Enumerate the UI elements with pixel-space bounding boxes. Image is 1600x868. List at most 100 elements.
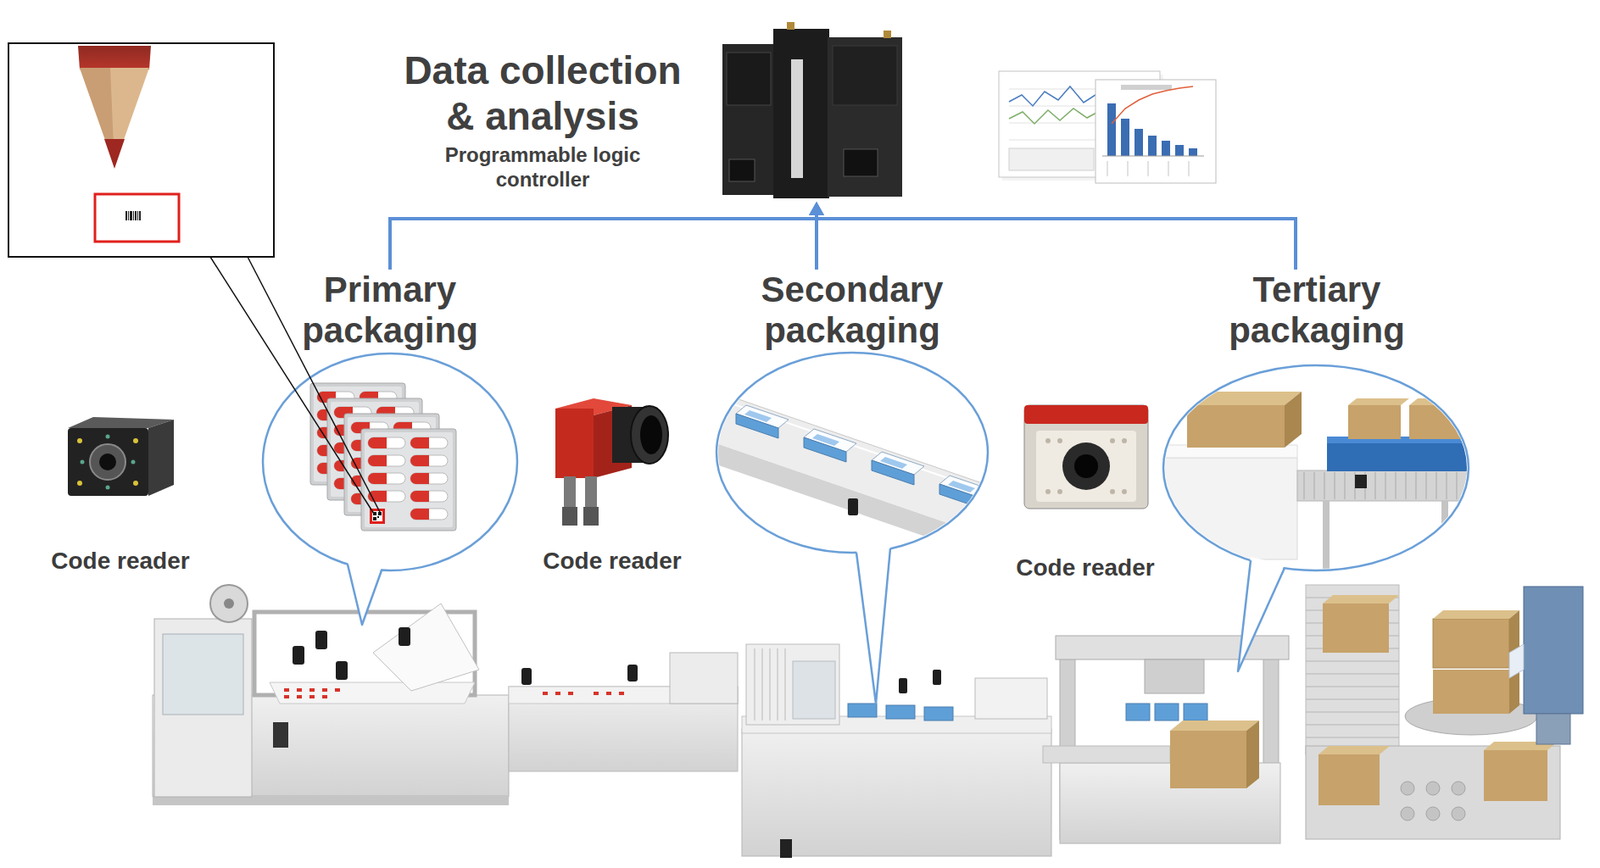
code-reader-omron [77, 480, 83, 486]
code-reader-camera [555, 398, 669, 526]
callout-art [373, 517, 377, 521]
callout-art [1163, 365, 1476, 672]
production-line [792, 661, 836, 720]
production-line [1305, 724, 1400, 726]
chart-printout [1120, 118, 1130, 157]
production-line [1318, 746, 1390, 755]
callout-art [347, 561, 382, 625]
production-line [886, 705, 915, 720]
callout-art [410, 490, 448, 502]
code-reader-camera [562, 507, 578, 526]
plc-controller [722, 44, 775, 196]
code-reader-camera [555, 408, 594, 479]
barcode [129, 211, 133, 221]
production-line [335, 661, 348, 681]
arrow-head [808, 201, 825, 216]
plc-controller [726, 52, 771, 106]
callout-art [1237, 557, 1285, 672]
production-line [1305, 699, 1400, 701]
code-reader-omron [133, 480, 139, 486]
callout-art [361, 429, 457, 531]
callout-art [1348, 405, 1401, 440]
production-line [754, 648, 756, 721]
callout-art [410, 437, 430, 449]
production-line [1305, 585, 1400, 755]
callout-art [856, 548, 891, 704]
callout-art [410, 473, 448, 485]
production-line [284, 688, 290, 692]
code-reader-omron [131, 460, 136, 465]
production-line [1042, 746, 1171, 764]
chart-printout [1107, 161, 1189, 177]
production-line [754, 648, 786, 721]
production-line [1322, 595, 1400, 604]
production-line [1183, 703, 1208, 721]
production-line [785, 648, 787, 721]
plc-controller [722, 22, 903, 199]
arrow-head [808, 201, 825, 216]
production-line [898, 669, 942, 694]
production-line [292, 646, 305, 665]
callout-art [1163, 457, 1298, 560]
code-reader-front [1057, 438, 1063, 444]
production-line [1305, 746, 1561, 840]
production-line [373, 603, 480, 692]
callout-art [410, 508, 430, 520]
callout-art [367, 455, 406, 467]
production-line [296, 688, 302, 692]
callout-art [367, 473, 387, 485]
code-reader-front [1036, 430, 1137, 502]
code-reader-omron [80, 460, 85, 465]
callout-art [1163, 365, 1469, 571]
connector [390, 201, 825, 270]
production-line [309, 695, 315, 699]
callout-heading: Tertiary packaging [1202, 269, 1432, 352]
callout-art [856, 545, 891, 704]
production-line [1400, 781, 1466, 821]
callout-art [1436, 472, 1438, 500]
production-line [606, 691, 612, 696]
production-line [847, 703, 954, 721]
code-reader-omron [133, 438, 139, 444]
code-reader-front [1062, 442, 1110, 491]
production-line [1170, 720, 1260, 731]
callout-art [744, 410, 772, 423]
code-reader-camera [630, 406, 669, 464]
production-line [932, 669, 942, 686]
connector [808, 201, 1296, 270]
production-line [1400, 781, 1415, 796]
chart-printout [1148, 161, 1149, 177]
callout-heading: Secondary packaging [737, 269, 967, 352]
callout-art [367, 437, 406, 449]
production-line [1305, 674, 1400, 675]
callout-art [1324, 472, 1326, 500]
node-title: Data collection & analysis [390, 47, 696, 140]
code-reader-front [1045, 438, 1127, 495]
production-line [1126, 703, 1150, 721]
callout-art [410, 473, 430, 485]
production-line [1305, 661, 1400, 663]
callout-art [1456, 472, 1458, 500]
callout-art [1237, 560, 1285, 672]
production-line [154, 618, 252, 798]
production-line [1400, 807, 1415, 821]
chart-printout [1102, 156, 1205, 157]
production-line [627, 664, 638, 682]
callout-art [716, 444, 993, 560]
callout-art [1326, 440, 1476, 472]
production-line [322, 695, 328, 699]
code-reader-camera [583, 507, 599, 526]
callout-art [1446, 472, 1448, 500]
callout-art [716, 352, 993, 704]
code-reader-front [1024, 405, 1149, 424]
plc-controller [883, 30, 892, 39]
device-label: Code reader [50, 547, 190, 575]
chart-printout [1161, 140, 1171, 157]
callout-art [367, 490, 387, 502]
plc-controller [773, 28, 830, 199]
chart-printout [1188, 161, 1190, 177]
chart-printout [1168, 161, 1170, 177]
callout-art [410, 508, 448, 520]
code-reader-omron [148, 419, 174, 497]
